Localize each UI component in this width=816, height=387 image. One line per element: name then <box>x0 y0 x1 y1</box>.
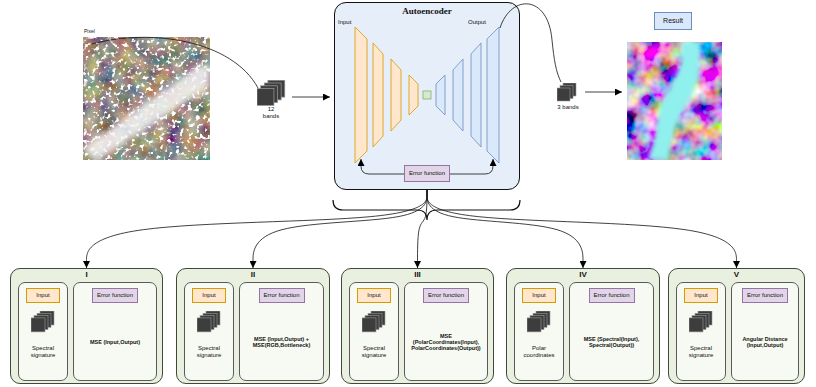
node-text: Autoencoder <box>335 6 519 16</box>
variant-panel: IVPolar coordinatesInputMSE (Spectral(In… <box>506 268 660 384</box>
column-box: MSE (Input,Output) + MSE(RGB,Bottleneck)… <box>239 282 324 381</box>
connector-arrow <box>427 190 737 268</box>
input-box: Input <box>26 288 60 303</box>
input-box: Input <box>522 288 556 303</box>
annotation-label: 12 bands <box>262 106 280 120</box>
input-box: Input <box>684 288 718 303</box>
variant-panel: ISpectral signatureInputMSE (Input,Outpu… <box>10 268 163 384</box>
output-leader <box>500 4 561 82</box>
band-stack-icon <box>557 83 576 101</box>
node-text: Input <box>367 292 380 299</box>
node-text: Spectral signature <box>350 345 398 359</box>
node-text: Error function <box>428 292 464 299</box>
node-text: MSE (Input,Output) + MSE(RGB,Bottleneck) <box>240 336 323 349</box>
annotation-label: Input <box>338 19 358 26</box>
band-stack-icon <box>257 80 285 105</box>
feedback-arrow <box>361 159 404 174</box>
connector-arrow <box>253 190 427 268</box>
variant-panel: IISpectral signatureInputMSE (Input,Outp… <box>176 268 330 384</box>
label-holder: 12 bands <box>262 106 280 120</box>
node-text: Input <box>202 292 215 299</box>
label-holder: Output <box>468 19 490 26</box>
result-image <box>627 42 722 160</box>
node-text: Result <box>663 17 683 25</box>
node-text: Error function <box>747 292 783 299</box>
node-text: MSE (Spectral(Input), Spectral(Output)) <box>570 336 653 349</box>
error-function-box: Error function <box>742 288 788 303</box>
variant-panel: III Spectral signature InputMSE (PolarCoor… <box>341 268 494 384</box>
column-box: MSE (PolarCoordinates(Input), PolarCoord… <box>404 282 488 381</box>
node-text: Input <box>532 292 545 299</box>
node-text: IV <box>507 270 659 279</box>
node-text: Angular Distance (Input,Output) <box>732 336 798 349</box>
column-box: Spectral signature Input <box>184 282 234 381</box>
error-function-box: Error function <box>404 165 450 182</box>
panel-fills <box>10 268 805 384</box>
error-function-box: Error function <box>259 288 305 303</box>
pixel-leader <box>92 37 258 88</box>
node-text: Spectral signature <box>185 345 233 359</box>
feedback-arrow <box>450 159 493 174</box>
annotation-label: Pixel <box>84 29 104 35</box>
node-text: Input <box>36 292 49 299</box>
node-text: V <box>669 270 804 279</box>
connector-arrow <box>87 190 428 268</box>
annotation-label: 3 bands <box>551 104 585 111</box>
column-box: MSE (Input,Output) Error function <box>73 282 157 381</box>
label-holder: Input <box>338 19 358 26</box>
column-box: MSE (Spectral(Input), Spectral(Output)) E… <box>569 282 654 381</box>
error-function-box: Error function <box>589 288 635 303</box>
node-text: MSE (PolarCoordinates(Input), PolarCoord… <box>405 333 487 352</box>
node-text: MSE (Input,Output) <box>74 339 156 345</box>
annotation-label: Output <box>468 19 490 26</box>
satellite-image <box>83 37 210 160</box>
column-box: Spectral signature Input <box>349 282 399 381</box>
decoder-layers <box>436 27 499 163</box>
node-text: I <box>11 270 162 279</box>
node-text: Error function <box>97 292 133 299</box>
result-box: Result <box>654 12 692 30</box>
encoder-layers <box>355 27 418 163</box>
node-text: II <box>177 270 329 279</box>
column-box: Spectral signature Input <box>676 282 726 381</box>
node-text: Input <box>694 292 707 299</box>
input-box: Input <box>357 288 391 303</box>
input-stack-icons <box>31 311 712 332</box>
column-box: Spectral signature Input <box>18 282 68 381</box>
connector-arrow <box>418 190 428 268</box>
node-text: Spectral signature <box>677 345 725 359</box>
bottleneck <box>423 91 431 99</box>
error-function-box: Error function <box>423 288 469 303</box>
node-text: III <box>342 270 493 279</box>
node-text: Error function <box>263 292 299 299</box>
node-text: Error function <box>593 292 629 299</box>
column-box: Angular Distance (Input,Output) Error fun… <box>731 282 799 381</box>
label-holder: Pixel <box>84 29 104 35</box>
error-function-box: Error function <box>92 288 138 303</box>
node-text: Spectral signature <box>19 345 67 359</box>
flow-arrow <box>292 97 330 98</box>
flow-arrow <box>585 92 622 93</box>
column-box: Polar coordinates Input <box>514 282 564 381</box>
variant-panel: VSpectral signatureInputAngular Distance… <box>668 268 805 384</box>
autoencoder-box: AutoencoderError function <box>334 2 520 190</box>
connector-arrow <box>427 190 583 268</box>
node-text: Error function <box>409 170 445 177</box>
label-holder: 3 bands <box>551 104 585 111</box>
node-text: Polar coordinates <box>515 345 563 359</box>
input-box: Input <box>192 288 226 303</box>
connector-layer <box>87 190 737 268</box>
autoencoder-fill <box>334 2 520 190</box>
